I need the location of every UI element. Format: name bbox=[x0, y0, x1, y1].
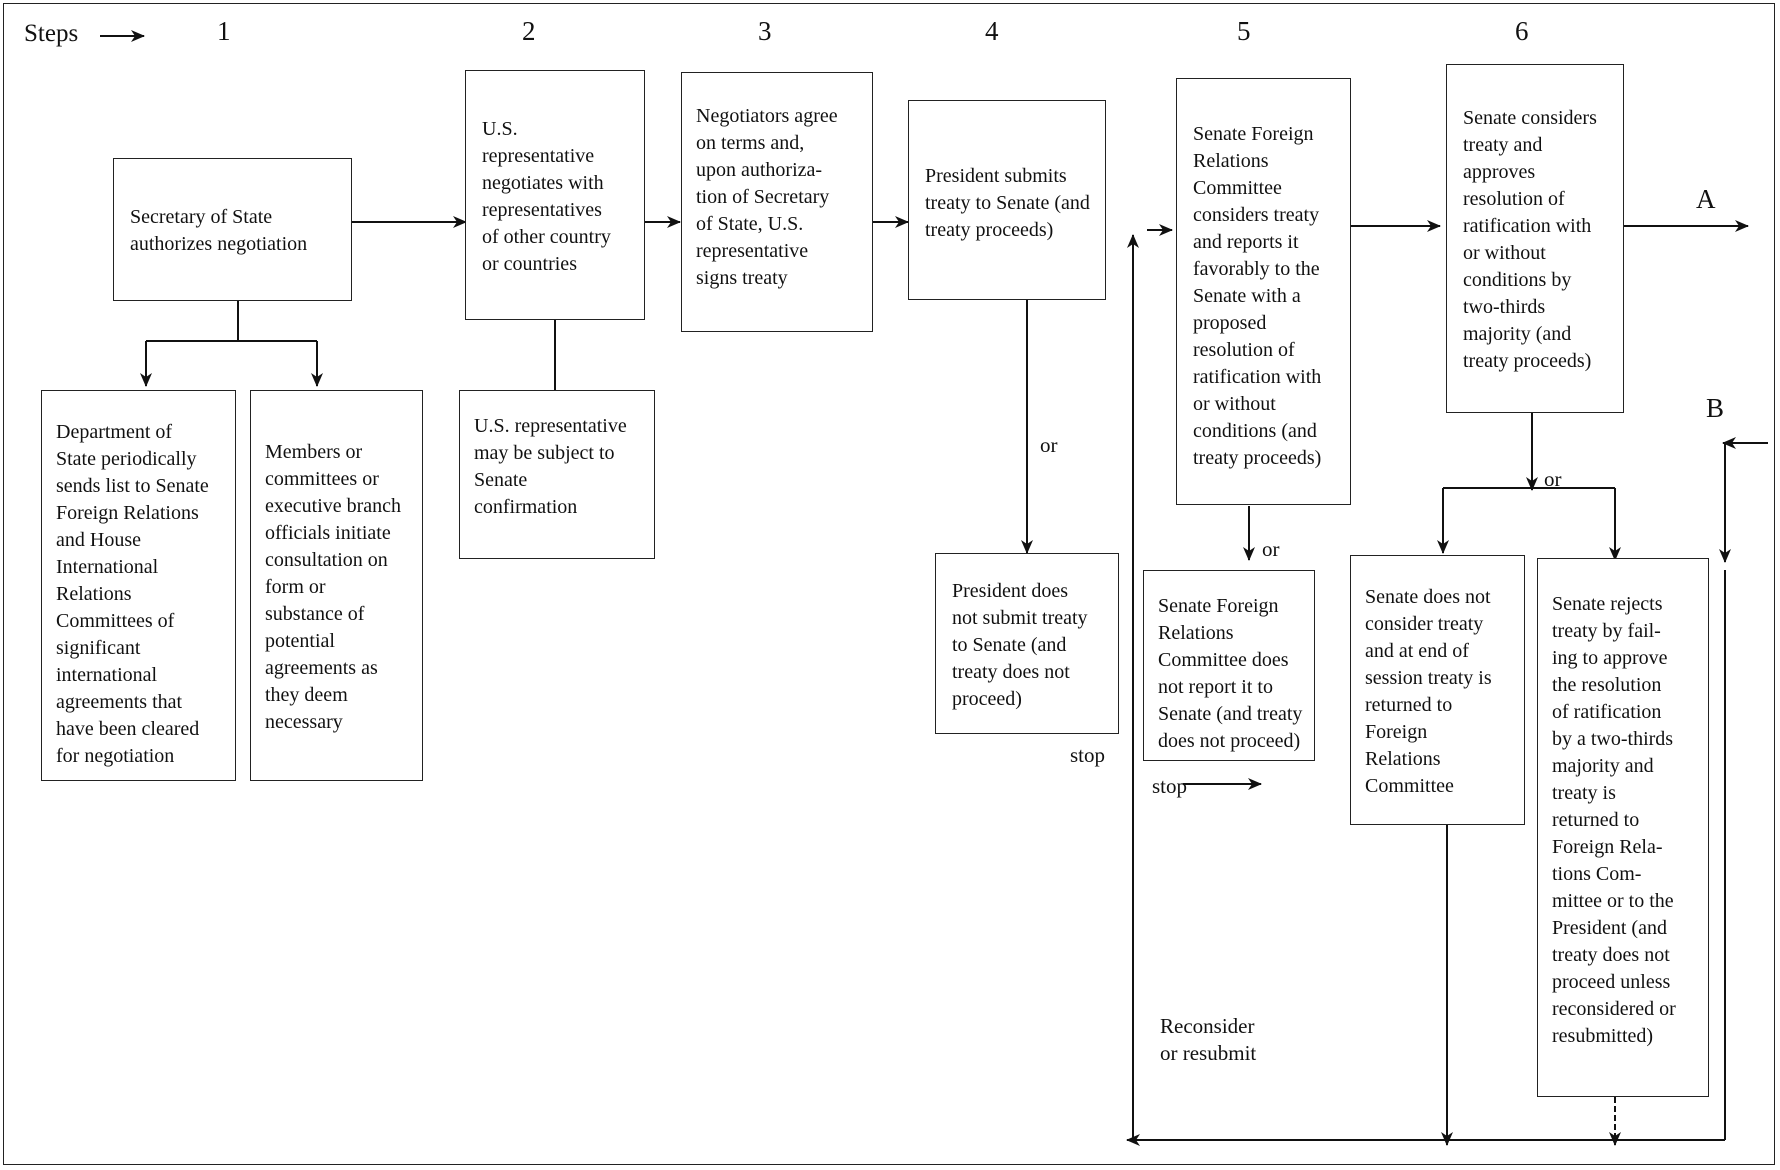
diagram-frame bbox=[3, 3, 1775, 1165]
senate-not-consider-box: Senate does not consider treaty and at e… bbox=[1350, 555, 1525, 825]
members-initiate-text: Members or committees or executive branc… bbox=[265, 441, 402, 733]
senate-rejects-box: Senate rejects treaty by fail- ing to ap… bbox=[1537, 558, 1709, 1097]
senate-rejects-text: Senate rejects treaty by fail- ing to ap… bbox=[1552, 593, 1676, 1047]
president-submits-box: President submits treaty to Senate (and … bbox=[908, 100, 1106, 300]
secretary-authorizes-box: Secretary of State authorizes negotiatio… bbox=[113, 158, 352, 301]
step-number-6: 6 bbox=[1515, 16, 1529, 46]
senate-not-consider-text: Senate does not consider treaty and at e… bbox=[1365, 586, 1492, 797]
sfrc-reports-box: Senate Foreign Relations Committee consi… bbox=[1176, 78, 1351, 505]
step-number-1: 1 bbox=[217, 16, 231, 46]
us-rep-confirmation-box: U.S. representative may be subject to Se… bbox=[459, 390, 655, 559]
step-number-3: 3 bbox=[758, 16, 772, 46]
or-label-step4: or bbox=[1040, 433, 1058, 457]
president-not-submit-box: President does not submit treaty to Sena… bbox=[935, 553, 1119, 734]
step-number-5: 5 bbox=[1237, 16, 1251, 46]
members-initiate-box: Members or committees or executive branc… bbox=[250, 390, 423, 781]
sfrc-not-report-box: Senate Foreign Relations Committee does … bbox=[1143, 570, 1315, 761]
step-number-4: 4 bbox=[985, 16, 999, 46]
steps-label: Steps bbox=[24, 20, 79, 47]
stop-label-step5: stop bbox=[1152, 774, 1188, 798]
negotiators-agree-box: Negotiators agree on terms and, upon aut… bbox=[681, 72, 873, 332]
president-not-submit-text: President does not submit treaty to Sena… bbox=[952, 580, 1088, 710]
sfrc-not-report-text: Senate Foreign Relations Committee does … bbox=[1158, 595, 1303, 752]
connector-b-label: B bbox=[1706, 393, 1725, 423]
step-number-2: 2 bbox=[522, 16, 536, 46]
connector-a-label: A bbox=[1696, 184, 1716, 214]
sfrc-reports-text: Senate Foreign Relations Committee consi… bbox=[1193, 123, 1322, 469]
us-rep-negotiates-box: U.S. representative negotiates with repr… bbox=[465, 70, 645, 320]
secretary-authorizes-text: Secretary of State authorizes negotiatio… bbox=[130, 206, 308, 255]
us-rep-negotiates-text: U.S. representative negotiates with repr… bbox=[482, 118, 611, 275]
senate-approves-text: Senate considers treaty and approves res… bbox=[1463, 107, 1597, 372]
department-sends-list-box: Department of State periodically sends l… bbox=[41, 390, 236, 781]
senate-approves-box: Senate considers treaty and approves res… bbox=[1446, 64, 1624, 413]
reconsider-label: Reconsider or resubmit bbox=[1160, 1014, 1257, 1065]
or-label-step6: or bbox=[1544, 467, 1562, 491]
us-rep-confirmation-text: U.S. representative may be subject to Se… bbox=[474, 415, 627, 518]
or-label-step5: or bbox=[1262, 537, 1280, 561]
president-submits-text: President submits treaty to Senate (and … bbox=[925, 165, 1090, 241]
department-sends-list-text: Department of State periodically sends l… bbox=[56, 421, 209, 767]
negotiators-agree-text: Negotiators agree on terms and, upon aut… bbox=[696, 105, 838, 289]
stop-label-step4: stop bbox=[1070, 743, 1106, 767]
